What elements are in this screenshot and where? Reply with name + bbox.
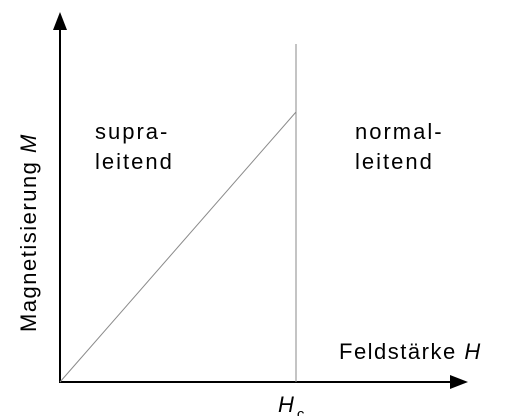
magnetization-curve — [59, 111, 297, 383]
y-axis-arrowhead — [53, 12, 67, 30]
region-normal-line2: leitend — [355, 149, 434, 174]
x-axis-label: Feldstärke H — [339, 339, 482, 364]
region-superconducting-line1: supra- — [95, 119, 169, 144]
x-axis-arrowhead — [450, 375, 468, 389]
y-axis-label-text: Magnetisierung — [16, 153, 41, 332]
region-superconducting-line2: leitend — [95, 149, 174, 174]
y-axis-label: Magnetisierung M — [16, 133, 41, 332]
x-axis-label-text: Feldstärke — [339, 339, 464, 364]
x-axis-label-symbol: H — [464, 339, 481, 364]
critical-field-symbol: H — [278, 392, 294, 416]
critical-field-subscript: c — [297, 406, 305, 416]
y-axis-label-symbol: M — [16, 133, 41, 153]
region-normal-line1: normal- — [355, 119, 444, 144]
